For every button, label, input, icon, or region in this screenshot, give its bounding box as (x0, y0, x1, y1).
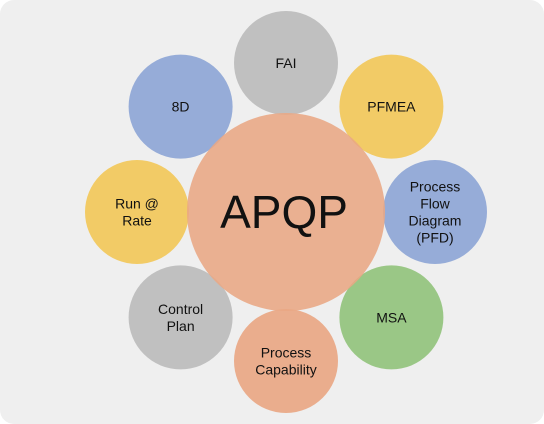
label-8d: 8D (172, 99, 190, 115)
label-process-capability-line: Process (261, 345, 312, 361)
label-control-plan-line: Control (158, 301, 203, 317)
label-control-plan-line: Plan (167, 318, 195, 334)
circle-pfmea (339, 54, 444, 159)
label-process-capability-line: Capability (255, 362, 316, 378)
label-pfd-line: Flow (420, 196, 450, 212)
label-fai: FAI (275, 55, 296, 71)
label-pfmea: PFMEA (367, 99, 416, 115)
label-pfd-line: Diagram (409, 213, 462, 229)
label-run-at-rate-line: Rate (122, 213, 152, 229)
satellite-circles (85, 11, 487, 413)
label-run-at-rate: Run @Rate (115, 196, 159, 229)
circle-process-capability (234, 309, 338, 413)
circle-run-at-rate (85, 160, 189, 264)
label-pfd-line: Process (410, 179, 461, 195)
label-msa-line: MSA (376, 309, 407, 325)
center-group: APQP (187, 113, 385, 311)
circle-msa (339, 265, 444, 370)
center-circle (187, 113, 385, 311)
circle-pfd (383, 160, 487, 264)
label-pfmea-line: PFMEA (367, 99, 416, 115)
circle-control-plan (128, 265, 233, 370)
label-fai-line: FAI (275, 55, 296, 71)
label-8d-line: 8D (172, 99, 190, 115)
label-run-at-rate-line: Run @ (115, 196, 159, 212)
circle-8d (128, 54, 233, 159)
label-msa: MSA (376, 309, 407, 325)
label-pfd-line: (PFD) (416, 230, 453, 246)
circle-fai (234, 11, 338, 115)
center-label: APQP (220, 186, 348, 238)
